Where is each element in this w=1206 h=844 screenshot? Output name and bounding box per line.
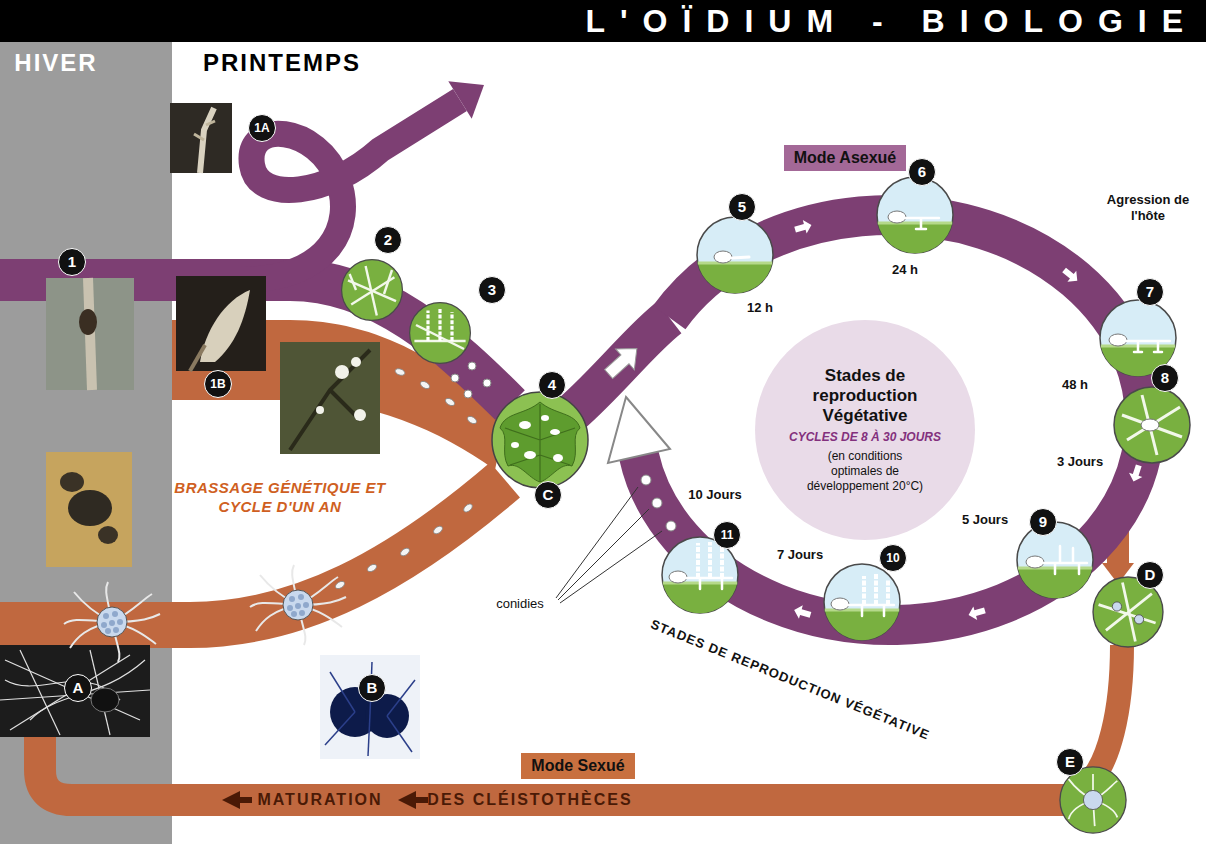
callout-number: 7 bbox=[1136, 278, 1164, 306]
title-text: L'OÏDIUM - BIOLOGIE bbox=[585, 3, 1198, 39]
callout-number: 6 bbox=[908, 158, 936, 186]
callout-number: 5 bbox=[728, 193, 756, 221]
node-text: CYCLES DE 8 À 30 JOURS bbox=[789, 430, 941, 445]
callout-number: 4 bbox=[538, 371, 566, 399]
time-label: 10 Jours bbox=[688, 487, 741, 503]
time-label: 24 h bbox=[892, 262, 918, 278]
callout-number: C bbox=[534, 481, 562, 509]
time-label: 12 h bbox=[747, 300, 773, 316]
time-label: 48 h bbox=[1062, 377, 1088, 393]
node-text: Mode Sexué bbox=[531, 756, 624, 776]
mode-box: Mode Sexué bbox=[521, 753, 634, 779]
season-label: PRINTEMPS bbox=[203, 49, 361, 77]
callout-number: 1B bbox=[204, 370, 232, 398]
callout-number: 3 bbox=[478, 276, 506, 304]
callout-number: 10 bbox=[879, 544, 907, 572]
part-label: conidies bbox=[496, 596, 544, 612]
band-label: DES CLÉISTOTHÈCES bbox=[427, 790, 632, 810]
node-text: Stades de reproduction Végétative bbox=[790, 366, 940, 426]
time-label: 7 Jours bbox=[777, 547, 823, 563]
season-label: HIVER bbox=[14, 49, 97, 77]
callout-number: 1 bbox=[58, 248, 86, 276]
center-circle: Stades de reproduction VégétativeCYCLES … bbox=[755, 320, 975, 540]
time-label: 5 Jours bbox=[962, 512, 1008, 528]
node-text: Mode Asexué bbox=[794, 148, 897, 168]
callout-number: E bbox=[1056, 748, 1084, 776]
callout-number: 8 bbox=[1151, 364, 1179, 392]
callout-number: A bbox=[64, 674, 92, 702]
callout-number: 2 bbox=[374, 226, 402, 254]
time-label: 3 Jours bbox=[1057, 454, 1103, 470]
stage-note: Agression de l'hôte bbox=[1096, 192, 1200, 224]
callout-number: 1A bbox=[248, 114, 276, 142]
band-label: MATURATION bbox=[257, 790, 382, 810]
callout-number: 9 bbox=[1029, 508, 1057, 536]
callout-number: D bbox=[1136, 561, 1164, 589]
callout-number: 11 bbox=[713, 521, 741, 549]
cycle-note: BRASSAGE GÉNÉTIQUE ET CYCLE D'UN AN bbox=[170, 478, 390, 516]
mode-box: Mode Asexué bbox=[784, 145, 907, 171]
node-text: (en conditions optimales de développemen… bbox=[805, 449, 925, 494]
callout-number: B bbox=[358, 674, 386, 702]
